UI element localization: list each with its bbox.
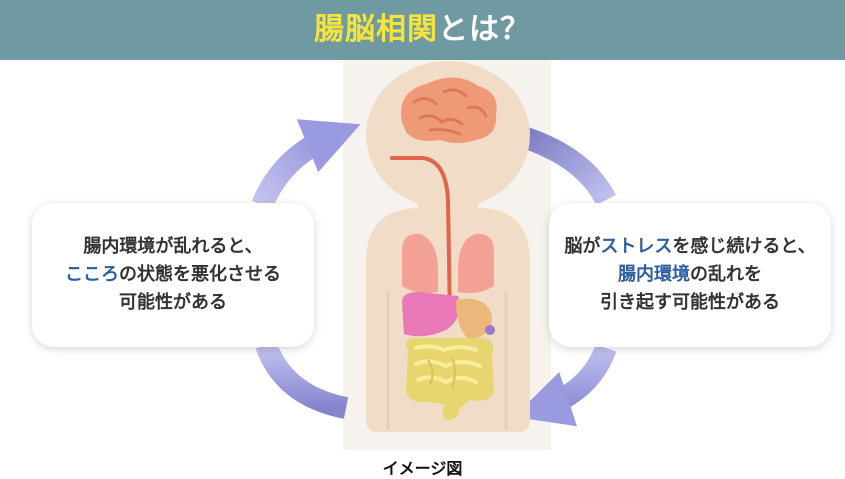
figure-caption: イメージ図 (382, 459, 463, 478)
lungs-icon (402, 233, 494, 294)
brain-box-accent-2: 腸内環境 (618, 264, 690, 285)
gut-box-line-3: 可能性がある (119, 292, 227, 313)
title-highlight: 腸脳相関 (314, 12, 438, 47)
intestines-icon (406, 338, 494, 420)
arrow-top-left (251, 119, 361, 210)
liver-icon (402, 292, 460, 337)
stomach-icon (456, 298, 492, 340)
brain-box-line-3: 引き起す可能性がある (600, 292, 780, 313)
gut-box-line-2: こころの状態を悪化させる (65, 261, 281, 289)
gut-box-accent: こころ (65, 264, 119, 285)
brain-box-line-2: 腸内環境の乱れを (618, 261, 762, 289)
brain-box-accent-1: ストレス (600, 236, 673, 257)
brain-box-line-1-post: を感じ続けると、 (672, 236, 816, 257)
nerve-path (390, 156, 452, 322)
arrow-bottom-left (255, 340, 349, 419)
gut-box-line-2-rest: の状態を悪化させる (119, 264, 281, 285)
gut-box-line-1: 腸内環境が乱れると、 (83, 236, 263, 257)
brain-icon (401, 77, 497, 143)
title-rest: とは？ (438, 12, 531, 47)
brain-box-line-1-pre: 脳が (564, 236, 601, 257)
brain-to-gut-box: 脳がストレスを感じ続けると、 腸内環境の乱れを 引き起す可能性がある (549, 203, 831, 347)
brain-box-line-2-post: の乱れを (690, 264, 762, 285)
page-title: 腸脳相関とは？ (314, 15, 531, 45)
gallbladder-icon (485, 325, 495, 335)
title-banner: 腸脳相関とは？ (0, 0, 845, 60)
arrow-bottom-right (513, 343, 617, 427)
gut-to-brain-box: 腸内環境が乱れると、 こころの状態を悪化させる 可能性がある (32, 203, 314, 347)
arrow-top-right (522, 127, 616, 206)
brain-box-line-1: 脳がストレスを感じ続けると、 (564, 233, 815, 261)
gut-brain-illustration (251, 61, 617, 432)
